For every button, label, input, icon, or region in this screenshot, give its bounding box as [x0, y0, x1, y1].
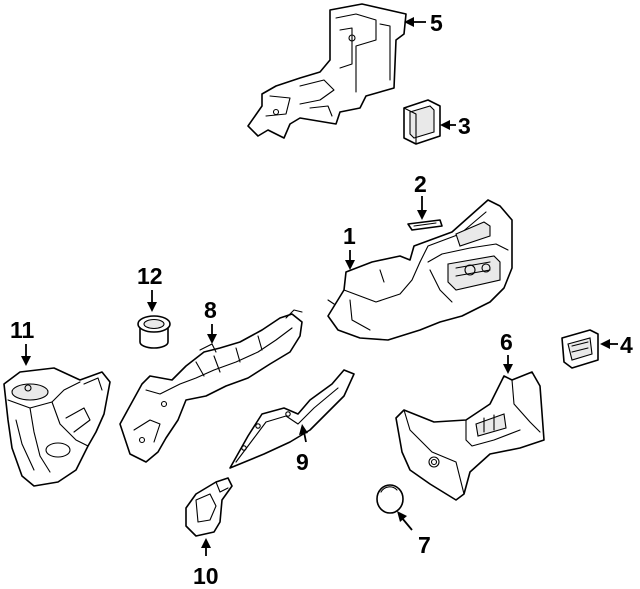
callout-10: 10 [193, 538, 219, 589]
callout-4-label: 4 [620, 332, 633, 358]
callout-6-label: 6 [500, 329, 513, 355]
callout-7-label: 7 [418, 532, 431, 558]
callout-12-label: 12 [137, 263, 163, 289]
callout-5-label: 5 [430, 10, 443, 36]
part-2-clip [407, 219, 443, 231]
callout-7: 7 [397, 511, 431, 558]
callout-9: 9 [296, 424, 309, 475]
part-5-support-bracket [247, 3, 407, 139]
part-7-plug [376, 484, 404, 514]
callout-3-label: 3 [458, 113, 471, 139]
part-12-cup-insert [137, 315, 171, 349]
part-8-reinforcement [119, 309, 303, 463]
part-10-bracket [185, 477, 233, 537]
part-6-side-panel [395, 371, 545, 501]
part-4-switch-bezel [561, 329, 599, 369]
callout-1-label: 1 [343, 223, 356, 249]
callout-9-label: 9 [296, 449, 309, 475]
callout-11-label: 11 [10, 317, 35, 343]
callout-4: 4 [600, 332, 633, 358]
callout-12: 12 [137, 263, 163, 312]
part-3-bezel [403, 99, 441, 145]
callout-3: 3 [440, 113, 471, 139]
callout-5: 5 [404, 10, 443, 36]
part-9-trim-strip [229, 369, 355, 469]
callout-11: 11 [10, 317, 35, 366]
callout-2-label: 2 [414, 171, 427, 197]
callout-8-label: 8 [204, 297, 217, 323]
part-11-cup-holder [3, 367, 111, 487]
callout-10-label: 10 [193, 563, 219, 589]
part-1-console-panel [327, 199, 513, 341]
callout-6: 6 [500, 329, 513, 374]
callout-8: 8 [204, 297, 217, 344]
callout-2: 2 [414, 171, 427, 220]
callout-1: 1 [343, 223, 356, 270]
